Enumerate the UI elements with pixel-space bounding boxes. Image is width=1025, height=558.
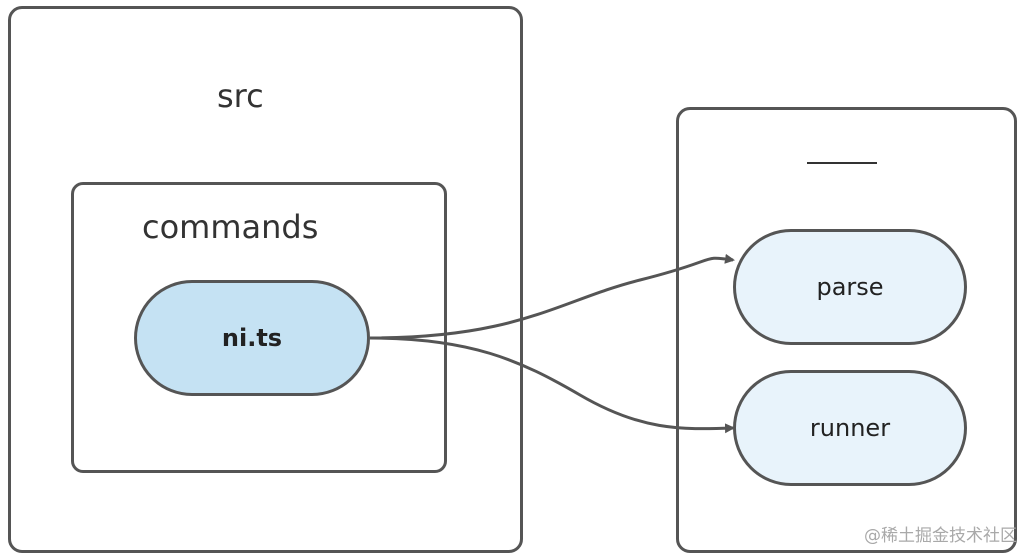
ni-ts-node: ni.ts (134, 280, 370, 396)
external-module-label-line (807, 152, 877, 164)
arrow-ni-to-runner (369, 336, 735, 434)
parse-node: parse (733, 229, 967, 345)
arrow-ni-to-parse (369, 253, 735, 340)
watermark: @稀土掘金技术社区 (864, 526, 1017, 546)
runner-node: runner (733, 370, 967, 486)
src-folder-label: src (217, 77, 264, 115)
commands-folder-label: commands (142, 208, 319, 246)
